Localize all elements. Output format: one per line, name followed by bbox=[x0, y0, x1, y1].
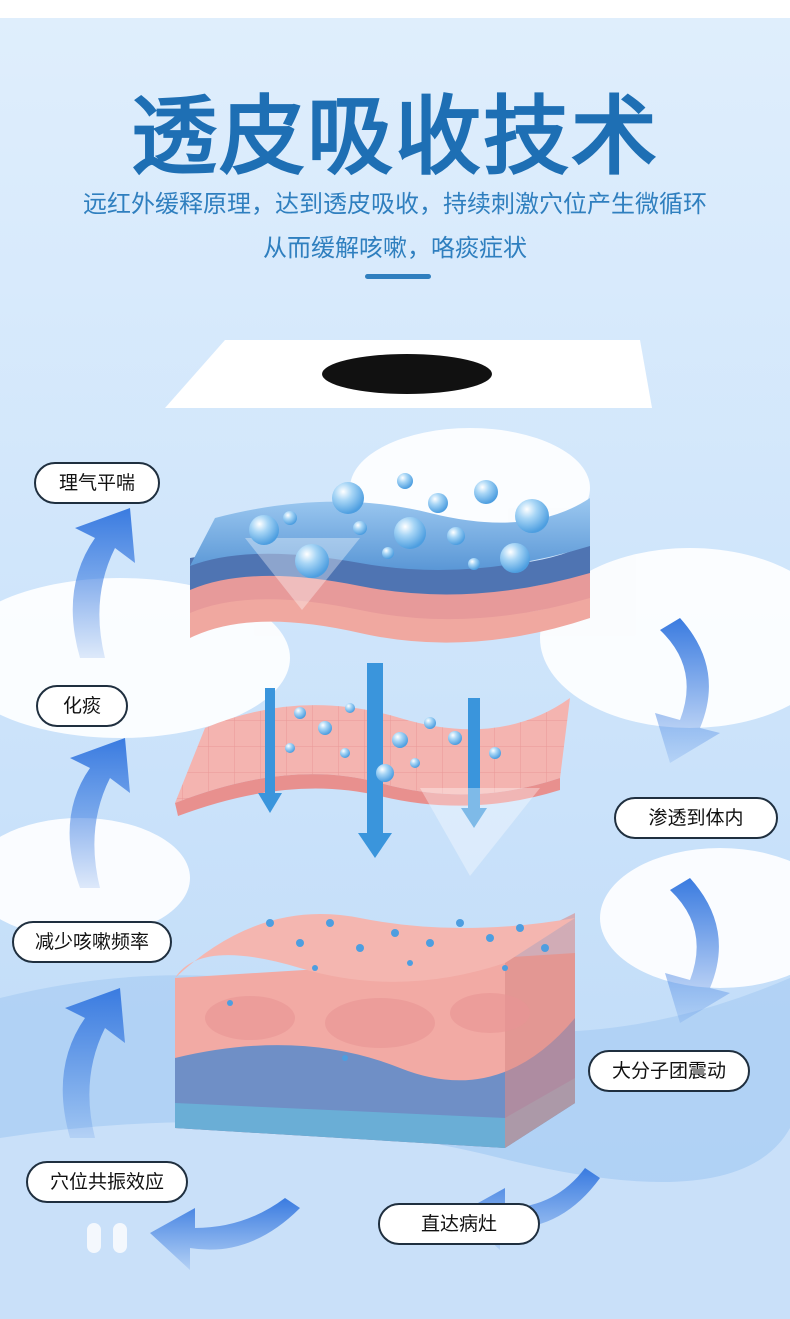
page-title: 透皮吸收技术 bbox=[131, 87, 659, 187]
arrow-down-icon bbox=[655, 618, 720, 763]
arrow-up-icon bbox=[69, 738, 130, 888]
label-reach-lesion: 直达病灶 bbox=[378, 1203, 540, 1245]
title-divider bbox=[365, 274, 431, 279]
skin-block bbox=[175, 913, 575, 1148]
label-molecule-vibration: 大分子团震动 bbox=[588, 1050, 750, 1092]
arrow-left-icon bbox=[150, 1198, 300, 1270]
cycle-arrows bbox=[62, 508, 730, 1270]
arrow-up-icon bbox=[62, 988, 125, 1138]
label-penetrate-body: 渗透到体内 bbox=[614, 797, 778, 839]
subtitle-line-2: 从而缓解咳嗽，咯痰症状 bbox=[263, 234, 527, 262]
subtitle-line-1: 远红外缓释原理，达到透皮吸收，持续刺激穴位产生微循环 bbox=[83, 190, 707, 218]
particles bbox=[285, 703, 501, 782]
patch bbox=[165, 340, 652, 408]
arrow-up-icon bbox=[72, 508, 135, 658]
label-acupoint-resonance: 穴位共振效应 bbox=[26, 1161, 188, 1203]
infographic-background: 透皮吸收技术 远红外缓释原理，达到透皮吸收，持续刺激穴位产生微循环 从而缓解咳嗽… bbox=[0, 18, 790, 1319]
label-reduce-cough: 减少咳嗽频率 bbox=[12, 921, 172, 963]
label-resolve-phlegm: 化痰 bbox=[36, 685, 128, 727]
arrow-down-icon bbox=[665, 878, 730, 1023]
label-regulate-qi: 理气平喘 bbox=[34, 462, 160, 504]
patch-center-dot bbox=[322, 354, 492, 394]
block-particles bbox=[227, 919, 549, 1061]
bubbles bbox=[249, 473, 549, 578]
